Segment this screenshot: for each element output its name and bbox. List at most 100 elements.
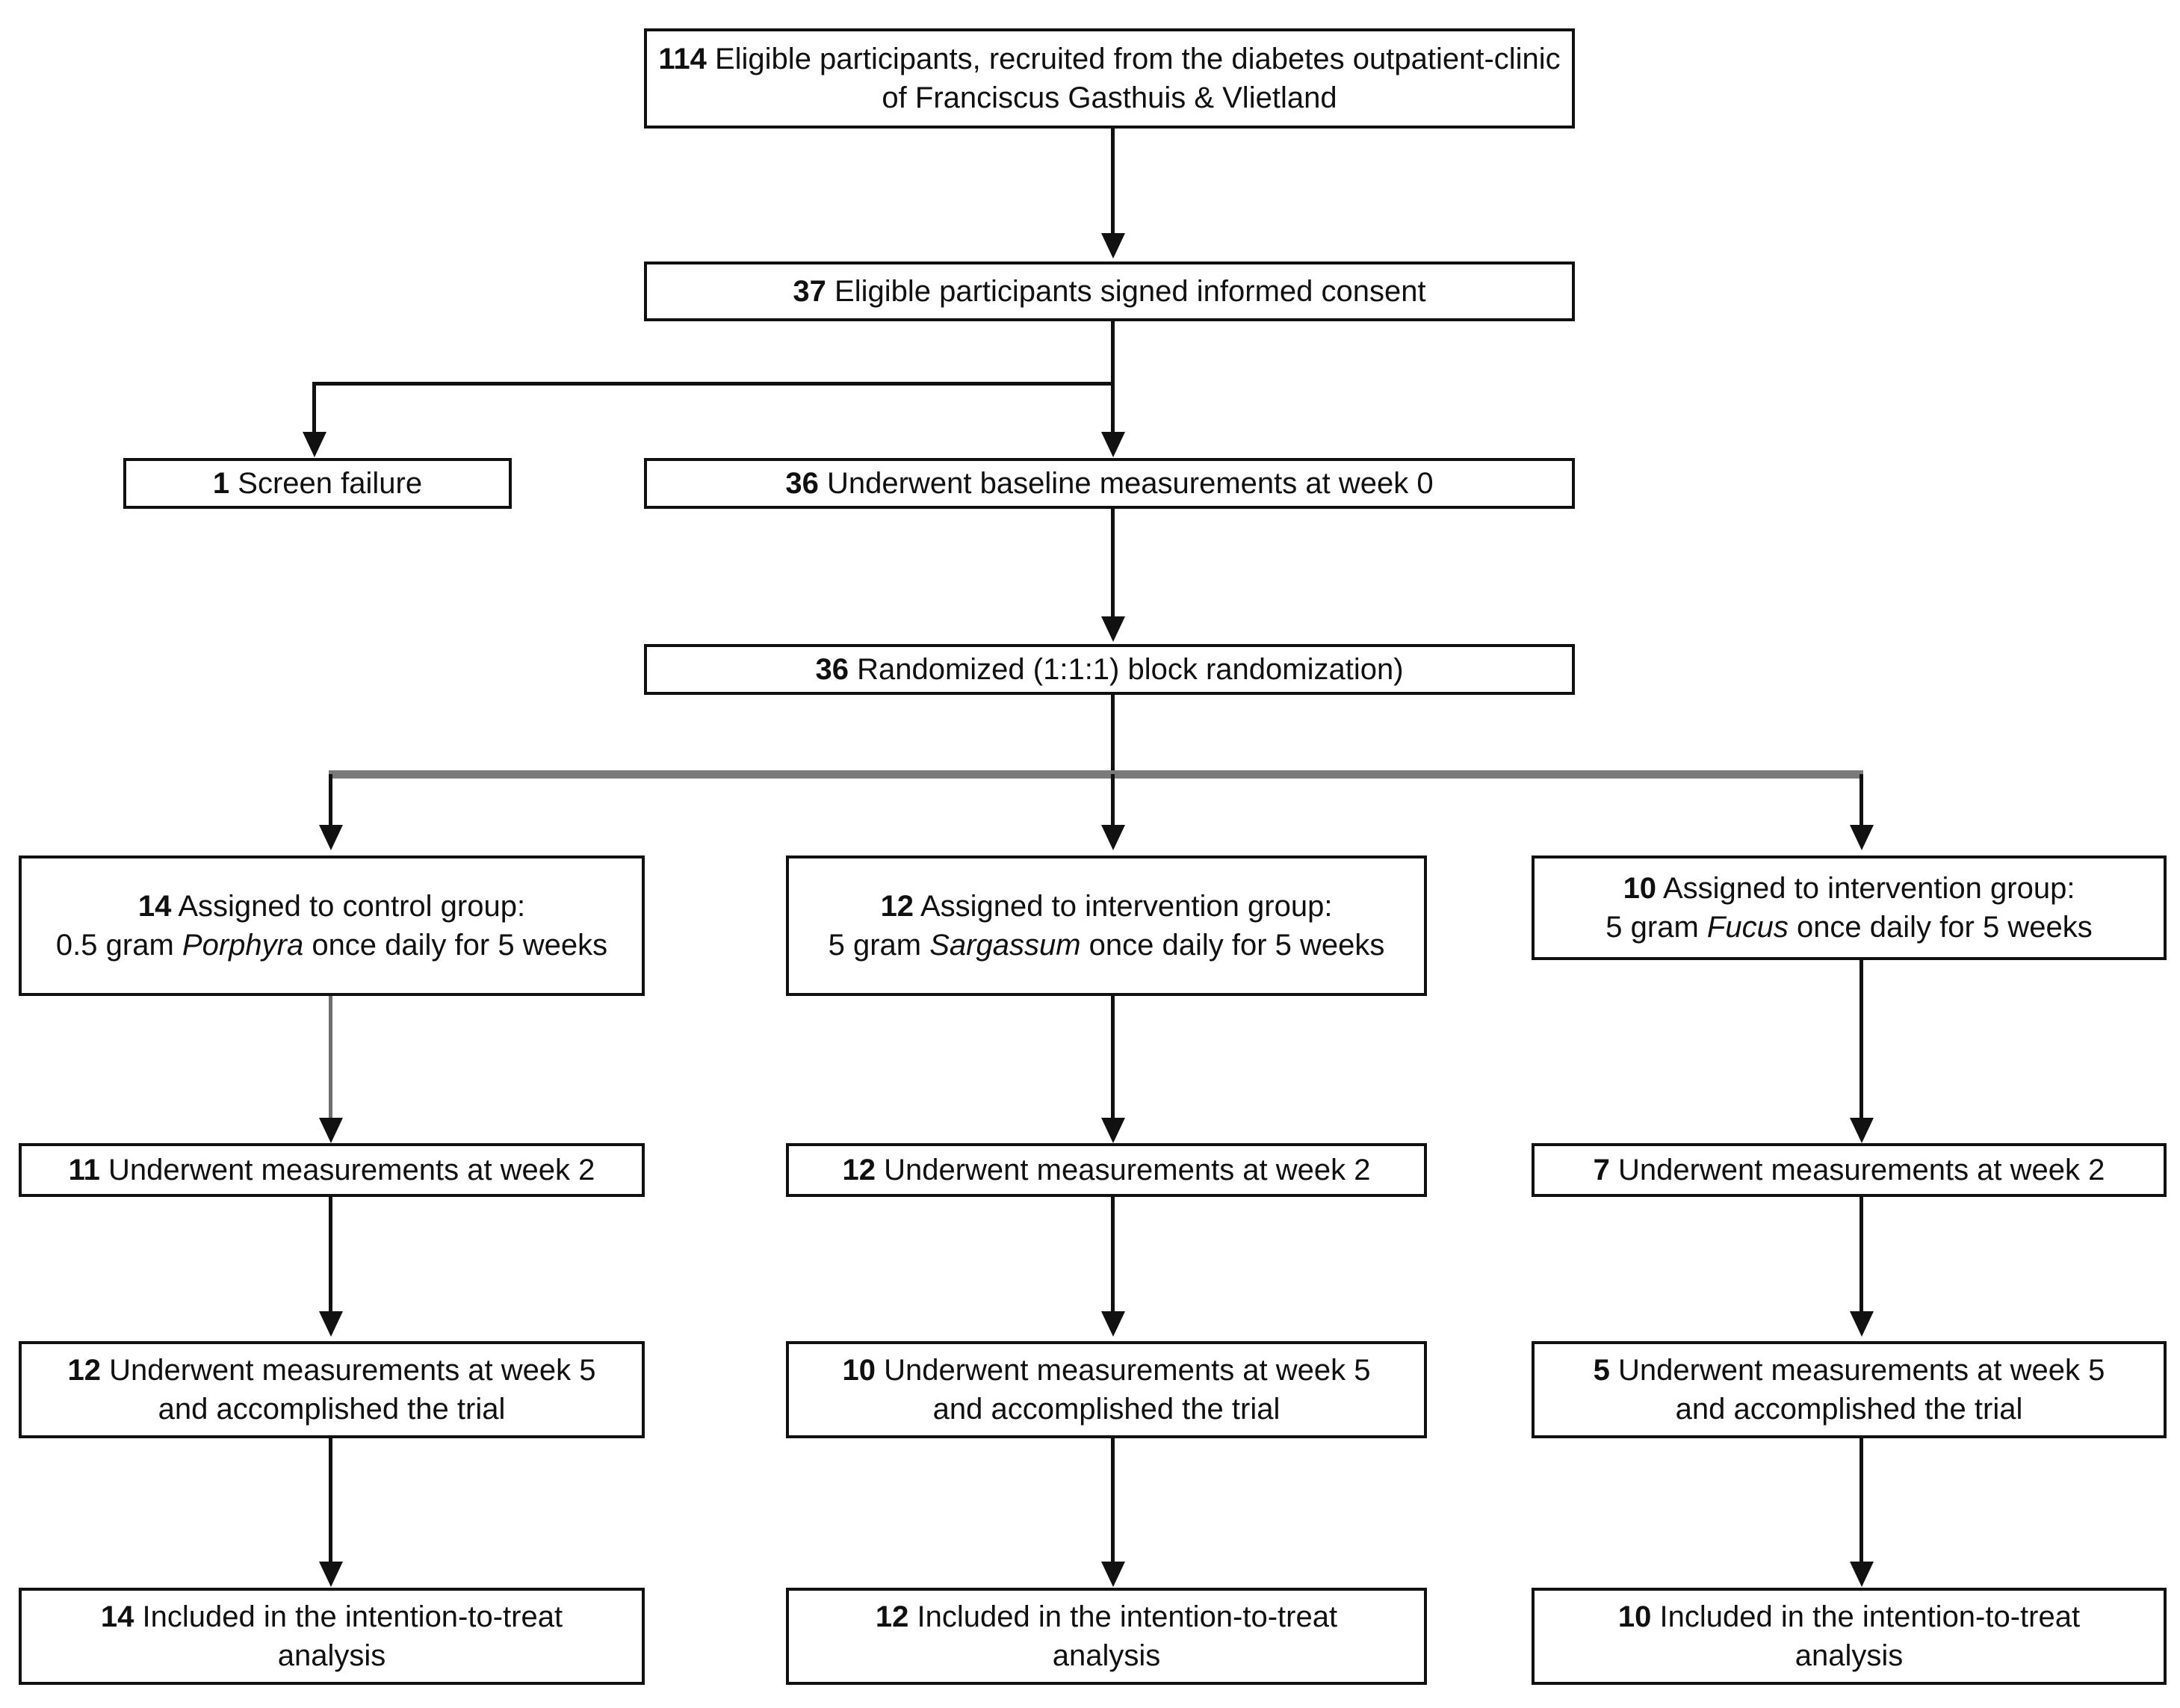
arm-3-itt-line1: Included in the intention-to-treat [1659,1600,2081,1633]
arm-1-itt-line1: Included in the intention-to-treat [142,1600,563,1633]
node-arm-2-week2: 12 Underwent measurements at week 2 [786,1143,1427,1197]
connector-to-arm-1 [329,774,332,829]
arm-3-assigned-line1: Assigned to intervention group: [1662,872,2075,905]
node-arm-3-week2: 7 Underwent measurements at week 2 [1532,1143,2167,1197]
node-randomized: 36 Randomized (1:1:1) block randomizatio… [644,644,1575,695]
arm-2-week5-line1: Underwent measurements at week 5 [884,1354,1371,1387]
node-arm-3-itt: 10 Included in the intention-to-treat an… [1532,1588,2167,1685]
node-arm-1-assigned: 14 Assigned to control group: 0.5 gram P… [19,855,645,996]
connector-arm-2-assigned-to-week2 [1111,996,1115,1121]
arrowhead-to-arm-2 [1101,825,1125,850]
node-screen-failure-count: 1 [212,467,230,500]
arm-1-species: Porphyra [182,929,304,962]
node-consent-count: 37 [793,275,826,308]
node-consent-text: Eligible participants signed informed co… [834,275,1426,308]
arrowhead-arm-1-week5 [319,1311,343,1337]
arrowhead-eligible-to-consent [1101,233,1125,259]
arm-3-week2-count: 7 [1593,1154,1610,1186]
node-arm-2-assigned: 12 Assigned to intervention group: 5 gra… [786,855,1427,996]
arrowhead-arm-1-week2 [319,1118,343,1143]
arm-1-week2-count: 11 [68,1154,100,1186]
node-screen-failure-text: Screen failure [238,467,423,500]
connector-arm-3-week5-to-itt [1859,1438,1863,1565]
connector-arm-3-week2-to-week5 [1859,1197,1863,1315]
arrowhead-baseline-to-randomized [1101,616,1125,642]
connector-arm-1-assigned-to-week2 [329,996,332,1121]
node-randomized-count: 36 [815,653,849,686]
connector-eligible-to-consent [1111,129,1115,236]
arrowhead-arm-2-itt [1101,1562,1125,1587]
node-screen-failure: 1 Screen failure [123,458,512,509]
connector-consent-stem [1111,321,1115,386]
arrowhead-arm-3-week2 [1850,1118,1874,1143]
node-arm-3-assigned: 10 Assigned to intervention group: 5 gra… [1532,855,2167,960]
arm-2-species: Sargassum [929,929,1081,962]
connector-to-arm-2 [1111,774,1115,829]
arm-2-week5-line2: and accomplished the trial [932,1393,1281,1426]
arm-3-species: Fucus [1706,911,1789,944]
arm-3-week5-line2: and accomplished the trial [1675,1393,2023,1426]
connector-baseline-to-randomized [1111,509,1115,619]
node-arm-1-week2: 11 Underwent measurements at week 2 [19,1143,645,1197]
arm-2-week5-count: 10 [842,1354,876,1387]
node-arm-2-week5: 10 Underwent measurements at week 5 and … [786,1341,1427,1438]
node-informed-consent: 37 Eligible participants signed informed… [644,262,1575,321]
arm-1-assigned-dose-pre: 0.5 gram [55,929,182,962]
arm-3-itt-line2: analysis [1795,1639,1904,1672]
arm-1-week2-text: Underwent measurements at week 2 [108,1154,595,1186]
arm-2-itt-line2: analysis [1052,1639,1161,1672]
node-baseline-measurements: 36 Underwent baseline measurements at we… [644,458,1575,509]
arrowhead-to-arm-3 [1850,825,1874,850]
node-baseline-count: 36 [785,467,819,500]
arm-2-week2-count: 12 [842,1154,876,1186]
node-baseline-text: Underwent baseline measurements at week … [827,467,1434,500]
arm-3-itt-count: 10 [1617,1600,1652,1633]
arm-1-assigned-dose-post: once daily for 5 weeks [303,929,608,962]
connector-to-baseline [1111,382,1115,436]
arm-2-itt-line1: Included in the intention-to-treat [917,1600,1338,1633]
connector-consent-branch-horizontal [312,382,1115,386]
arm-2-assigned-line1: Assigned to intervention group: [920,890,1333,923]
connector-arm-3-assigned-to-week2 [1859,960,1863,1121]
arm-2-assigned-dose-post: once daily for 5 weeks [1080,929,1385,962]
connector-randomized-stem [1111,695,1115,777]
node-eligible-participants: 114 Eligible participants, recruited fro… [644,28,1575,129]
arrowhead-to-arm-1 [319,825,343,850]
arm-3-week5-line1: Underwent measurements at week 5 [1617,1354,2105,1387]
connector-arm-2-week2-to-week5 [1111,1197,1115,1315]
arm-2-week2-text: Underwent measurements at week 2 [884,1154,1371,1186]
arm-1-assigned-line1: Assigned to control group: [178,890,526,923]
connector-to-screen-failure [312,382,316,436]
arm-1-week5-line1: Underwent measurements at week 5 [109,1354,596,1387]
connector-arm-1-week5-to-itt [329,1438,332,1565]
arm-2-assigned-count: 12 [880,890,914,923]
arm-3-assigned-count: 10 [1623,872,1657,905]
connector-arm-1-week2-to-week5 [329,1197,332,1315]
node-eligible-count: 114 [658,43,707,75]
node-eligible-text: Eligible participants, recruited from th… [714,43,1561,114]
arrowhead-to-baseline [1101,432,1125,457]
arrowhead-arm-1-itt [319,1562,343,1587]
arm-2-assigned-dose-pre: 5 gram [828,929,930,962]
connector-arm-2-week5-to-itt [1111,1438,1115,1565]
arm-3-week5-count: 5 [1593,1354,1610,1387]
node-arm-3-week5: 5 Underwent measurements at week 5 and a… [1532,1341,2167,1438]
arrowhead-arm-3-itt [1850,1562,1874,1587]
arm-1-week5-line2: and accomplished the trial [158,1393,506,1426]
arrowhead-arm-3-week5 [1850,1311,1874,1337]
node-randomized-text: Randomized (1:1:1) block randomization) [857,653,1404,686]
arm-2-itt-count: 12 [875,1600,909,1633]
node-arm-2-itt: 12 Included in the intention-to-treat an… [786,1588,1427,1685]
arm-1-itt-count: 14 [100,1600,134,1633]
arm-3-assigned-dose-pre: 5 gram [1605,911,1707,944]
node-arm-1-itt: 14 Included in the intention-to-treat an… [19,1588,645,1685]
node-arm-1-week5: 12 Underwent measurements at week 5 and … [19,1341,645,1438]
arm-1-week5-count: 12 [67,1354,101,1387]
arrowhead-arm-2-week2 [1101,1118,1125,1143]
arm-3-assigned-dose-post: once daily for 5 weeks [1788,911,2093,944]
arm-1-assigned-count: 14 [137,890,172,923]
arm-1-itt-line2: analysis [277,1639,386,1672]
connector-to-arm-3 [1859,774,1863,829]
arrowhead-arm-2-week5 [1101,1311,1125,1337]
